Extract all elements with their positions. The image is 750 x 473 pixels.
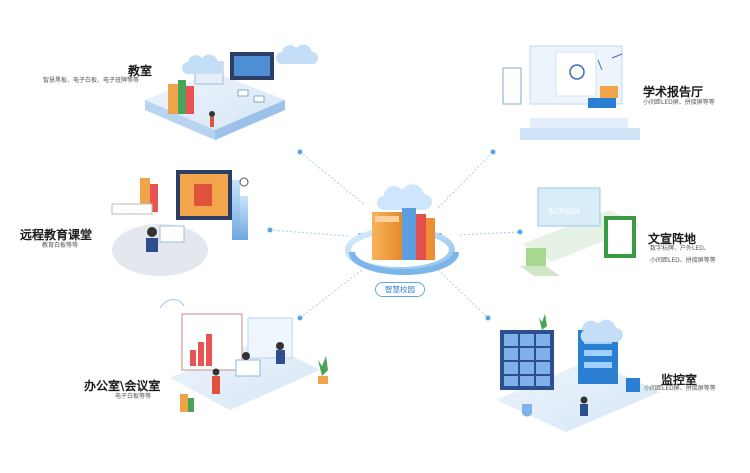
culture-desc-line2: 小间距LED、拼接屏等等 <box>650 257 716 264</box>
office-illustration <box>159 299 328 412</box>
lecture-hall-desc: 小间距LED屏、拼接屏等等 <box>643 99 715 106</box>
lecture-hall-illustration <box>502 45 640 140</box>
center-label: 智慧校园 <box>375 282 425 297</box>
culture-desc-line1: 数字标牌、户外LED、 <box>650 245 710 252</box>
remote-class-illustration <box>111 170 249 276</box>
connector-culture <box>459 231 521 236</box>
classroom-title: 教室 <box>128 64 153 78</box>
connector-classroom <box>299 151 366 206</box>
connector-monitor <box>437 269 489 319</box>
office-desc: 电子白板等等 <box>115 393 152 400</box>
connector-lines <box>269 151 521 319</box>
svg-text:school: school <box>548 206 580 217</box>
remote-class-desc: 教育白板等等 <box>42 242 79 249</box>
classroom-desc: 智慧黑板、电子白板、电子班牌等等 <box>43 77 140 84</box>
connector-lecture-hall <box>437 151 494 209</box>
classroom-illustration <box>145 44 318 140</box>
lecture-hall-title: 学术报告厅 <box>643 85 704 99</box>
connector-remote-class <box>269 229 349 237</box>
remote-class-title: 远程教育课堂 <box>20 228 93 242</box>
culture-illustration: school <box>520 187 640 276</box>
monitor-title: 监控室 <box>661 373 698 387</box>
culture-title: 文宣阵地 <box>648 232 697 246</box>
monitor-illustration <box>496 314 660 432</box>
center-books-illustration <box>345 184 459 275</box>
connector-office <box>299 269 363 319</box>
monitor-desc: 小间距LED屏、拼接屏等等 <box>644 385 716 392</box>
office-title: 办公室\会议室 <box>84 379 161 393</box>
